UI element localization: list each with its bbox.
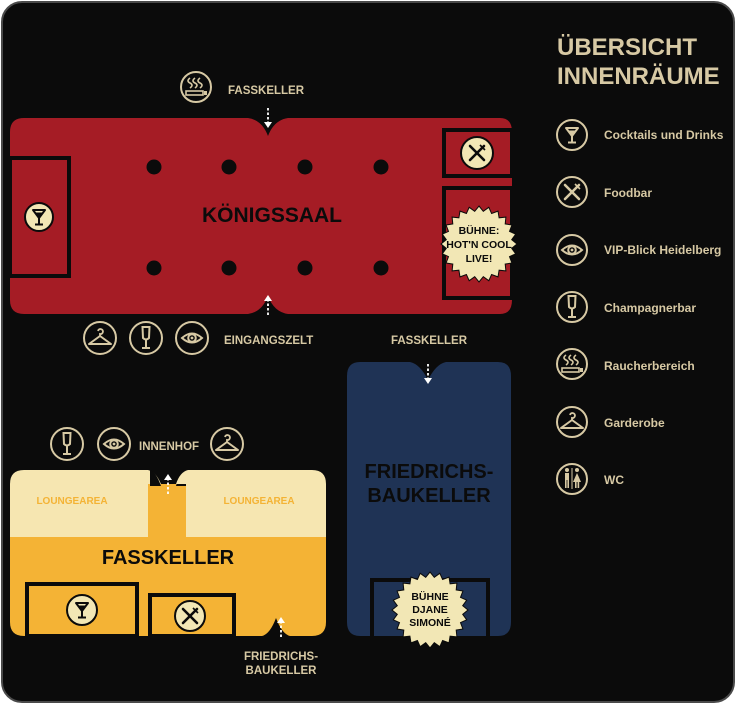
exit-label-friedrichs-line2: BAUKELLER bbox=[246, 665, 318, 677]
friedrichsbaukeller-stage-line1: BÜHNE bbox=[411, 590, 448, 603]
exit-label-fasskeller-top: FASSKELLER bbox=[228, 85, 305, 97]
lounge-left-label: LOUNGEAREA bbox=[36, 496, 107, 507]
exit-label-fasskeller-fb: FASSKELLER bbox=[391, 335, 468, 347]
exit-label-friedrichs-line1: FRIEDRICHS- bbox=[244, 651, 318, 663]
lounge-right-label: LOUNGEAREA bbox=[223, 496, 294, 507]
koenigssaal-stage[interactable]: BÜHNE: HOT'N COOL LIVE! bbox=[440, 205, 518, 283]
legend-label-cocktails: Cocktails und Drinks bbox=[604, 128, 724, 142]
legend-label-foodbar: Foodbar bbox=[604, 186, 652, 200]
legend-item-cocktails[interactable]: Cocktails und Drinks bbox=[556, 119, 724, 151]
koenigssaal-stage-line2: HOT'N COOL bbox=[446, 239, 512, 251]
legend-item-champagne[interactable]: Champagnerbar bbox=[556, 291, 696, 323]
legend-label-vip: VIP-Blick Heidelberg bbox=[604, 243, 721, 257]
garderobe-marker-2[interactable] bbox=[210, 427, 244, 461]
legend-title-line2: INNENRÄUME bbox=[557, 63, 720, 90]
koenigssaal-stage-line3: LIVE! bbox=[466, 253, 493, 265]
legend-item-foodbar[interactable]: Foodbar bbox=[556, 176, 652, 208]
fasskeller-lounge-right[interactable] bbox=[176, 470, 326, 537]
champagne-marker-1[interactable] bbox=[129, 321, 163, 355]
friedrichsbaukeller-title-line1: FRIEDRICHS- bbox=[365, 461, 494, 483]
friedrichsbaukeller-stage-line3: SIMONÉ bbox=[409, 616, 450, 629]
koenigssaal-stage-line1: BÜHNE: bbox=[459, 224, 500, 237]
legend-title-line1: ÜBERSICHT bbox=[557, 34, 697, 61]
fasskeller-cocktail-bar[interactable] bbox=[25, 582, 139, 638]
koenigssaal-title: KÖNIGSSAAL bbox=[202, 204, 342, 227]
friedrichsbaukeller-stage-line2: DJANE bbox=[412, 604, 448, 616]
friedrichsbaukeller-title-line2: BAUKELLER bbox=[367, 485, 491, 507]
koenigssaal-pillars bbox=[146, 159, 389, 276]
legend-label-champagne: Champagnerbar bbox=[604, 301, 696, 315]
legend-label-smoking: Raucherbereich bbox=[604, 359, 695, 373]
koenigssaal-cocktail-marker[interactable] bbox=[24, 202, 54, 232]
fasskeller-cocktail-marker[interactable] bbox=[66, 594, 98, 626]
legend-label-garderobe: Garderobe bbox=[604, 416, 665, 430]
legend-item-smoking[interactable]: Raucherbereich bbox=[556, 348, 695, 380]
exit-label-innenhof: INNENHOF bbox=[139, 441, 199, 453]
vip-view-marker-2[interactable] bbox=[97, 427, 131, 461]
fasskeller-lounge-left[interactable] bbox=[10, 470, 161, 537]
exit-label-eingangszelt: EINGANGSZELT bbox=[224, 335, 313, 347]
fasskeller-title: FASSKELLER bbox=[102, 547, 235, 569]
legend-item-wc[interactable]: WC bbox=[556, 463, 624, 495]
legend-item-vip[interactable]: VIP-Blick Heidelberg bbox=[556, 234, 721, 266]
champagne-marker-2[interactable] bbox=[50, 427, 84, 461]
legend-item-garderobe[interactable]: Garderobe bbox=[556, 406, 665, 438]
koenigssaal-foodbar-marker[interactable] bbox=[460, 136, 494, 170]
friedrichsbaukeller-stage[interactable]: BÜHNE DJANE SIMONÉ bbox=[391, 571, 469, 649]
fasskeller-foodbar-marker[interactable] bbox=[174, 600, 206, 632]
fasskeller-foodbar[interactable] bbox=[148, 593, 236, 638]
smoking-area-marker[interactable] bbox=[180, 71, 212, 103]
garderobe-marker-1[interactable] bbox=[83, 321, 117, 355]
legend-label-wc: WC bbox=[604, 473, 624, 487]
vip-view-marker-1[interactable] bbox=[175, 321, 209, 355]
